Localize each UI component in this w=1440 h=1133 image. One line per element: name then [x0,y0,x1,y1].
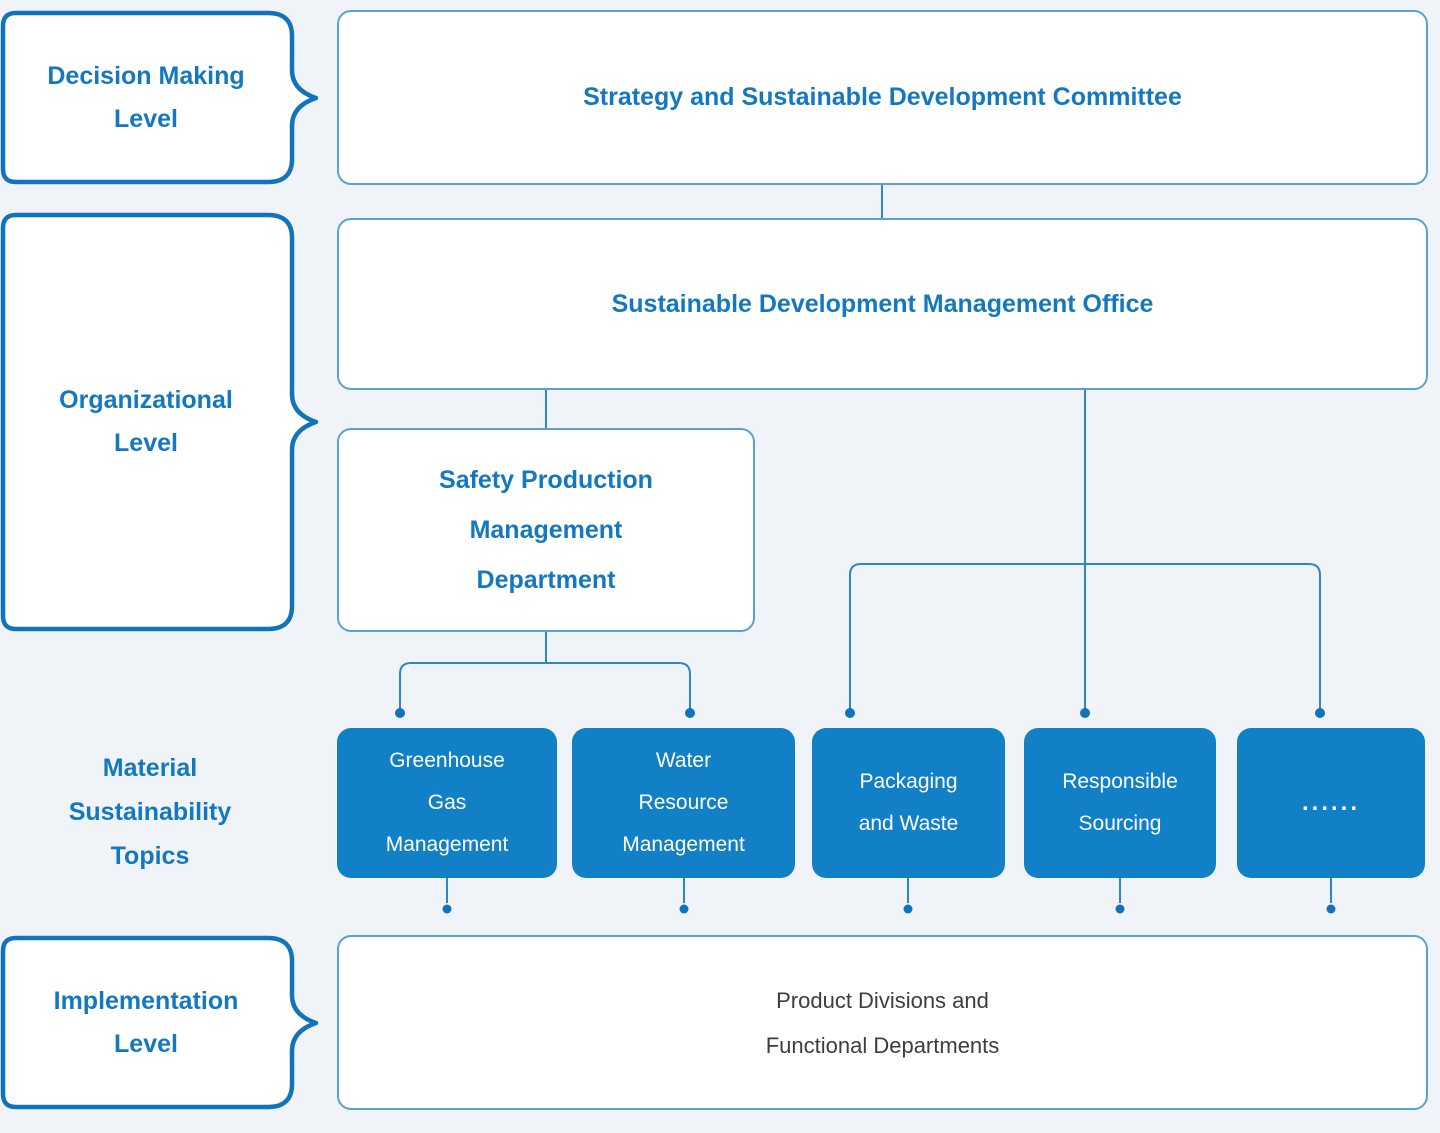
label-line: Department [476,566,616,594]
label-line: Resource [638,791,729,814]
label-line: ...... [1301,789,1360,816]
connector-safety-branch [399,662,691,713]
label-line: Decision Making [47,61,245,90]
label-line: Sustainability [68,798,232,826]
node-topic-water-resource: Water Resource Management [572,728,795,878]
node-label: Safety Production Management Department [439,455,653,605]
brace-icon [0,935,319,1110]
connector-dot [442,904,452,914]
node-office: Sustainable Development Management Offic… [337,218,1428,390]
node-topic-ellipsis: ...... [1237,728,1425,878]
label-line: Level [114,104,178,133]
label-line: Responsible [1062,770,1178,793]
connector-dot [395,708,405,718]
label-line: and Waste [858,812,959,835]
node-topic-responsible-sourcing: Responsible Sourcing [1024,728,1216,878]
connector-dot [679,904,689,914]
level-label-decision-making: Decision Making Level [0,10,322,185]
level-label-text: Decision Making Level [0,55,292,141]
brace-icon [0,10,319,185]
connector-dot [1326,904,1336,914]
label-line: Level [114,429,178,457]
node-implementation: Product Divisions and Functional Departm… [337,935,1428,1110]
connector-dot [903,904,913,914]
level-label-material-sustainability-topics: Material Sustainability Topics [0,746,300,878]
label-line: Topics [110,842,190,870]
label-line: Level [114,1029,178,1058]
node-topic-greenhouse-gas: Greenhouse Gas Management [337,728,557,878]
label-line: Management [385,833,509,856]
level-label-organizational: Organizational Level [0,212,322,632]
connector-dot [845,708,855,718]
label-line: Sourcing [1078,812,1162,835]
connector-dot [1080,708,1090,718]
node-label: Sustainable Development Management Offic… [611,289,1154,318]
node-label: Product Divisions and Functional Departm… [766,978,1000,1068]
label-line: Product Divisions and [776,987,989,1013]
level-label-text: Implementation Level [0,980,292,1066]
label-line: Organizational [59,386,233,414]
label-line: Gas [427,791,467,814]
label-line: Implementation [53,986,239,1015]
node-topic-packaging-waste: Packaging and Waste [812,728,1005,878]
label-line: Water [655,749,712,772]
connector-dot [685,708,695,718]
level-label-implementation: Implementation Level [0,935,322,1110]
label-line: Management [622,833,745,856]
label-line: Functional Departments [765,1032,1000,1058]
label-line: Packaging [859,770,958,793]
brace-icon [0,212,319,632]
label-line: Management [469,516,623,544]
node-committee: Strategy and Sustainable Development Com… [337,10,1428,185]
node-safety-department: Safety Production Management Department [337,428,755,632]
label-line: Greenhouse [389,749,505,772]
level-label-text: Organizational Level [0,379,292,465]
connector-dot [1315,708,1325,718]
connector-dot [1115,904,1125,914]
label-line: Safety Production [439,466,653,494]
connector-office-topics-branch [849,563,1321,713]
label-line: Material [102,754,198,782]
node-label: Strategy and Sustainable Development Com… [583,83,1182,111]
